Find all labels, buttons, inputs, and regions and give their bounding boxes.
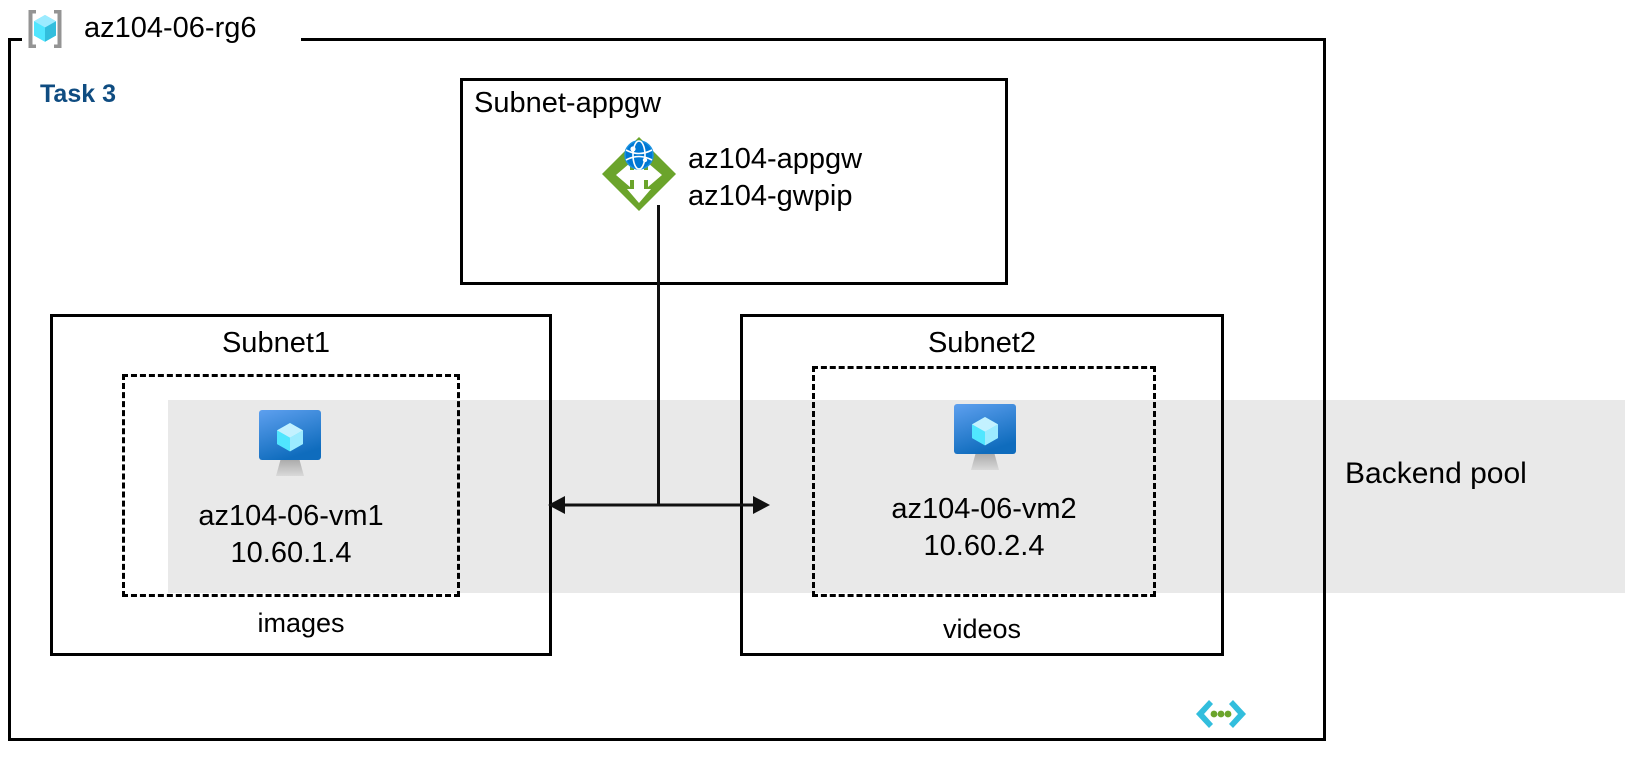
task-label: Task 3 (40, 80, 116, 108)
subnet-connector-arrow (545, 488, 773, 522)
subnet2-title: Subnet2 (927, 327, 1037, 359)
subnet2-vm-group (812, 366, 1156, 597)
virtual-network-code-icon (1195, 697, 1247, 731)
virtual-machine-icon (948, 400, 1022, 476)
subnet1-title: Subnet1 (221, 327, 331, 359)
subnet1-vm-text: az104-06-vm1 10.60.1.4 (122, 498, 460, 572)
subnet2-footer-label: videos (942, 614, 1022, 644)
subnet2-vm-text: az104-06-vm2 10.60.2.4 (812, 491, 1156, 565)
appgw-resource-names: az104-appgw az104-gwpip (688, 141, 862, 215)
subnet1-footer-label: images (257, 608, 345, 638)
subnet2-vm-ip: 10.60.2.4 (923, 530, 1045, 562)
appgw-resource-name-1: az104-gwpip (688, 180, 853, 212)
subnet1-vm-name: az104-06-vm1 (198, 500, 384, 532)
resource-group-border-bottom (8, 738, 1326, 741)
backend-pool-band (168, 400, 1625, 593)
subnet1-box (50, 314, 552, 656)
backend-pool-label: Backend pool (1345, 457, 1527, 490)
subnet-appgw-title: Subnet-appgw (474, 87, 662, 119)
resource-group-cube-icon (22, 6, 68, 52)
resource-group-border-right (1323, 38, 1326, 741)
resource-group-border-top-left (8, 38, 22, 41)
subnet-appgw-box (460, 78, 1008, 285)
application-gateway-icon (600, 135, 678, 213)
subnet2-box (740, 314, 1224, 656)
subnet1-vm-ip: 10.60.1.4 (230, 537, 352, 569)
subnet1-vm-group (122, 374, 460, 597)
subnet2-vm-name: az104-06-vm2 (891, 493, 1077, 525)
virtual-machine-icon (253, 406, 327, 482)
appgw-resource-name-0: az104-appgw (688, 143, 863, 175)
resource-group-title: az104-06-rg6 (84, 12, 257, 44)
appgw-connector-stem (657, 205, 660, 505)
resource-group-border-top-right (301, 38, 1326, 41)
resource-group-border-left (8, 38, 11, 741)
